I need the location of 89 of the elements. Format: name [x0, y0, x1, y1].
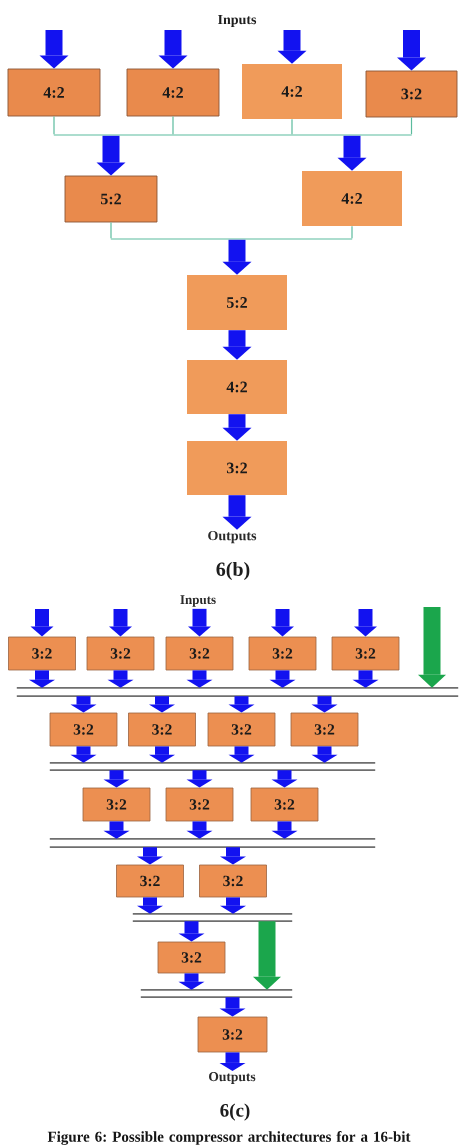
subfigure-label: 6(c) [220, 1103, 250, 1121]
block-arrow [271, 770, 298, 788]
block-arrow [70, 746, 97, 763]
block-arrow [137, 897, 163, 914]
block-arrow [103, 821, 130, 839]
block-arrow [352, 670, 379, 688]
block-arrow [220, 847, 246, 865]
block-arrow [228, 696, 255, 713]
compressor-box: 3:2 [157, 941, 226, 974]
bus-bar [48, 761, 377, 772]
block-arrow [29, 670, 55, 688]
block-arrow [219, 997, 246, 1017]
compressor-box: 3:2 [331, 636, 400, 671]
io-label: Inputs [218, 14, 257, 28]
block-arrow [149, 746, 175, 763]
block-arrow [354, 609, 377, 637]
block-arrow [311, 696, 338, 713]
compressor-box: 4:2 [187, 360, 287, 414]
compressor-box: 3:2 [250, 787, 319, 822]
block-arrow [219, 1052, 246, 1071]
io-label: Inputs [180, 595, 216, 607]
block-arrow [39, 30, 69, 69]
block-arrow [269, 670, 296, 688]
block-arrow [222, 495, 252, 530]
compressor-box: 3:2 [8, 636, 76, 671]
block-arrow [188, 608, 211, 637]
block-arrow [186, 770, 213, 788]
compressor-box: 3:2 [116, 864, 184, 898]
block-arrow [186, 821, 213, 839]
block-arrow [418, 607, 446, 688]
bus-line [53, 134, 413, 136]
block-arrow [186, 670, 213, 688]
compressor-box: 3:2 [290, 712, 359, 747]
block-arrow [220, 897, 246, 914]
block-arrow [96, 135, 126, 176]
block-arrow [158, 30, 188, 69]
compressor-box: 3:2 [197, 1016, 268, 1053]
compressor-box: 5:2 [187, 275, 287, 330]
block-arrow [271, 821, 298, 839]
io-label: Outputs [209, 1072, 256, 1084]
block-arrow [178, 973, 205, 990]
block-arrow [30, 609, 54, 637]
compressor-box: 5:2 [64, 175, 158, 223]
compressor-box: 4:2 [126, 68, 220, 117]
connector-line [172, 115, 174, 135]
connector-line [291, 118, 293, 135]
block-arrow [222, 414, 252, 441]
compressor-box: 3:2 [128, 712, 196, 747]
block-arrow [228, 746, 255, 763]
block-arrow [178, 921, 205, 942]
bus-bar [48, 837, 377, 849]
block-arrow [271, 609, 294, 637]
connector-line [53, 115, 55, 135]
io-label: Outputs [208, 530, 257, 544]
block-arrow [222, 330, 252, 360]
block-arrow [103, 770, 130, 788]
bus-bar [15, 686, 460, 698]
block-arrow [397, 30, 426, 71]
block-arrow [337, 135, 367, 171]
bus-bar [131, 912, 294, 923]
connector-line [351, 225, 353, 239]
block-arrow [107, 670, 134, 688]
compressor-box: 3:2 [165, 787, 234, 822]
block-arrow [277, 30, 307, 64]
connector-line [110, 221, 112, 239]
block-arrow [149, 696, 175, 713]
compressor-box: 3:2 [86, 636, 155, 671]
block-arrow [222, 239, 252, 275]
bus-bar [139, 988, 294, 999]
compressor-box: 4:2 [7, 68, 101, 117]
compressor-box: 3:2 [199, 864, 267, 898]
compressor-box: 3:2 [165, 636, 234, 671]
compressor-box: 4:2 [242, 64, 342, 119]
block-arrow [109, 609, 132, 637]
bus-line [110, 238, 353, 240]
compressor-box: 3:2 [82, 787, 151, 822]
subfigure-label: 6(b) [216, 561, 250, 581]
compressor-box: 3:2 [365, 70, 458, 118]
block-arrow [253, 921, 281, 990]
compressor-box: 3:2 [248, 636, 317, 671]
block-arrow [137, 847, 163, 865]
block-arrow [311, 746, 338, 763]
compressor-box: 3:2 [49, 712, 118, 747]
block-arrow [70, 696, 97, 713]
compressor-box: 3:2 [207, 712, 276, 747]
connector-line [410, 116, 413, 135]
figure-caption: Figure 6: Possible compressor architectures for a 16-bit [47, 1131, 411, 1145]
compressor-box: 3:2 [187, 441, 287, 495]
compressor-box: 4:2 [302, 171, 402, 226]
